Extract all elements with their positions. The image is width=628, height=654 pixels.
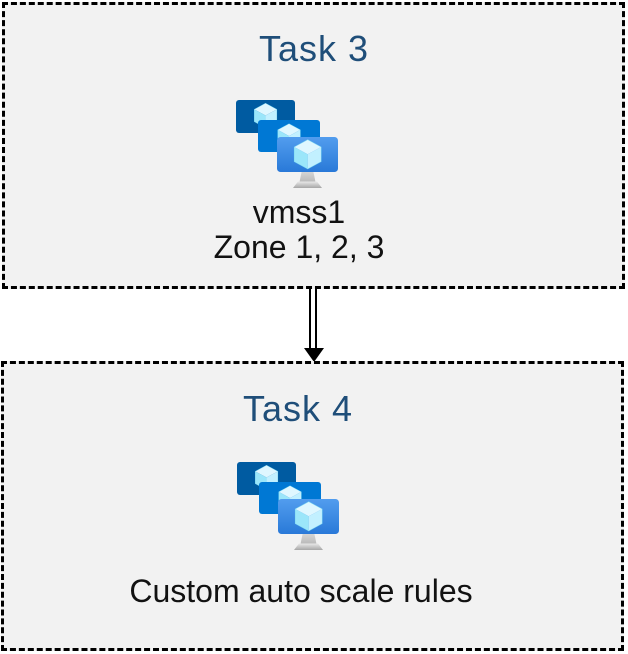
task4-caption: Custom auto scale rules [129, 573, 473, 609]
vm-scale-sets-icon [237, 462, 341, 554]
task4-title: Task 4 [242, 388, 354, 429]
vm-scale-sets-icon [236, 100, 340, 192]
connector-arrow-shaft [309, 289, 317, 350]
vmss-label-block: vmss1 Zone 1, 2, 3 [0, 195, 613, 265]
vmss-zones-label: Zone 1, 2, 3 [213, 229, 385, 265]
connector-arrowhead-icon [304, 348, 324, 362]
task3-title: Task 3 [258, 28, 370, 69]
vmss-name-label: vmss1 [252, 194, 346, 230]
